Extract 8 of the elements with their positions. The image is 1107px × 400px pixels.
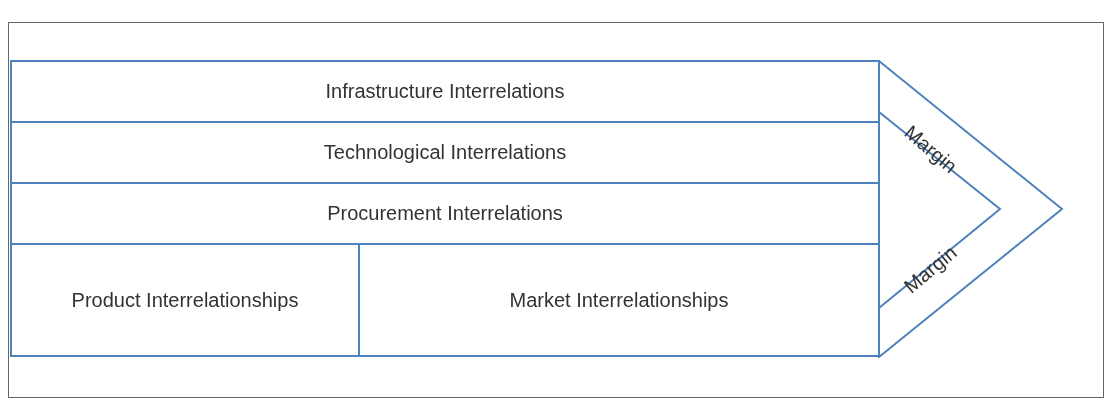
box-label: Technological Interrelations (323, 140, 567, 165)
box-label: Infrastructure Interrelations (325, 79, 565, 104)
activity-box (10, 60, 880, 123)
margin-chevron (878, 60, 1066, 358)
box-label: Procurement Interrelations (327, 201, 563, 226)
activity-box (10, 243, 360, 357)
box-label: Market Interrelationships (509, 287, 729, 313)
box-label: Product Interrelationships (71, 287, 299, 313)
